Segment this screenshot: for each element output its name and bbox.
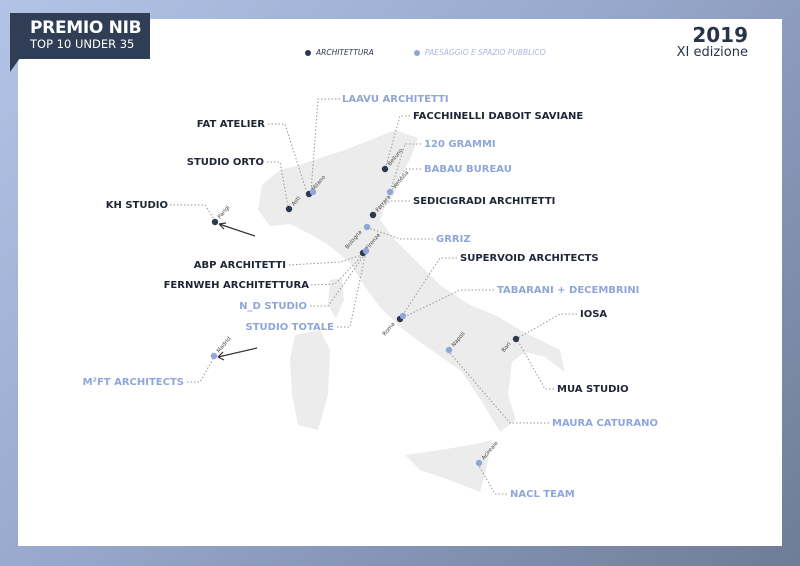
leader-line: [267, 161, 289, 207]
italy-mainland: [258, 130, 565, 432]
city-dot-venezia: [386, 188, 394, 196]
studio-label: NACL TEAM: [510, 489, 575, 500]
city-label: Parigi: [217, 204, 232, 220]
city-dot-bologna: [363, 223, 371, 231]
studio-label: ABP ARCHITETTI: [194, 260, 286, 271]
leader-line: [517, 340, 554, 390]
arrow-icon: [218, 222, 256, 237]
city-dot-napoli: [445, 346, 453, 354]
legend-label: ARCHITETTURA: [316, 48, 374, 57]
city-dot-acireale: [475, 459, 483, 467]
city-dot-asti: [285, 205, 293, 213]
leader-line: [401, 257, 457, 317]
studio-label: SEDICIGRADI ARCHITETTI: [413, 196, 555, 207]
city-label: Madrid: [216, 336, 233, 354]
legend-paesaggio: PAESAGGIO E SPAZIO PUBBLICO: [414, 48, 546, 57]
city-dot-bari: [512, 335, 520, 343]
leader-line: [170, 204, 215, 220]
studio-label: SUPERVOID ARCHITECTS: [460, 253, 599, 264]
studio-label: MUA STUDIO: [557, 384, 629, 395]
city-label: Roma: [382, 321, 397, 337]
city-label: Bari: [501, 341, 513, 354]
leader-line: [478, 465, 507, 495]
studio-label: STUDIO TOTALE: [246, 322, 335, 333]
dark-dot-icon: [305, 49, 311, 56]
studio-label: FAT ATELIER: [197, 119, 265, 130]
city-label: Asti: [291, 195, 303, 207]
light-dot-icon: [414, 49, 420, 56]
leader-line: [310, 255, 363, 286]
subtitle: TOP 10 UNDER 35: [30, 37, 135, 51]
leader-line: [310, 98, 340, 193]
studio-label: FACCHINELLI DABOIT SAVIANE: [413, 111, 583, 122]
leader-line: [391, 168, 421, 191]
title: PREMIO NIB: [30, 18, 142, 38]
sardinia: [290, 330, 330, 430]
edition-block: 2019 XI edizione: [677, 24, 748, 60]
sicily: [405, 440, 492, 492]
studio-label: TABARANI + DECEMBRINI: [497, 285, 639, 296]
studio-label: 120 GRAMMI: [424, 139, 496, 150]
leader-line: [368, 227, 433, 240]
city-dot: [362, 247, 370, 255]
year: 2019: [692, 23, 748, 47]
leader-line: [337, 255, 366, 328]
studio-label: KH STUDIO: [106, 200, 168, 211]
city-dot-parigi: [211, 218, 219, 226]
city-dot-madrid: [210, 352, 218, 360]
corsica: [328, 278, 344, 318]
leader-line: [268, 123, 307, 191]
studio-label: M²FT ARCHITECTS: [83, 377, 184, 388]
land: [258, 130, 565, 492]
studio-label: MAURA CATURANO: [552, 418, 658, 429]
badge-tail: [10, 58, 20, 72]
studio-label: N_D STUDIO: [239, 301, 307, 312]
leader-line: [187, 358, 214, 383]
leader-line: [374, 200, 410, 214]
arrow-icon: [217, 347, 258, 361]
city-dot-belluno: [381, 165, 389, 173]
studio-label: STUDIO ORTO: [187, 157, 264, 168]
city-dot: [399, 312, 407, 320]
leader-line: [449, 352, 549, 424]
legend-label: PAESAGGIO E SPAZIO PUBBLICO: [425, 48, 546, 57]
studio-label: BABAU BUREAU: [424, 164, 512, 175]
city-dot: [309, 188, 317, 196]
studio-label: GRRIZ: [436, 234, 471, 245]
leader-line: [403, 289, 494, 318]
legend-architettura: ARCHITETTURA: [305, 48, 374, 57]
studio-label: FERNWEH ARCHITETTURA: [164, 280, 310, 291]
leader-line: [310, 256, 364, 307]
studio-label: IOSA: [580, 309, 607, 320]
leader-line: [517, 313, 577, 339]
city-dot-ferrara: [369, 211, 377, 219]
title-badge: PREMIO NIB TOP 10 UNDER 35: [10, 13, 150, 59]
edition: XI edizione: [676, 45, 748, 60]
studio-label: LAAVU ARCHITETTI: [342, 94, 449, 105]
